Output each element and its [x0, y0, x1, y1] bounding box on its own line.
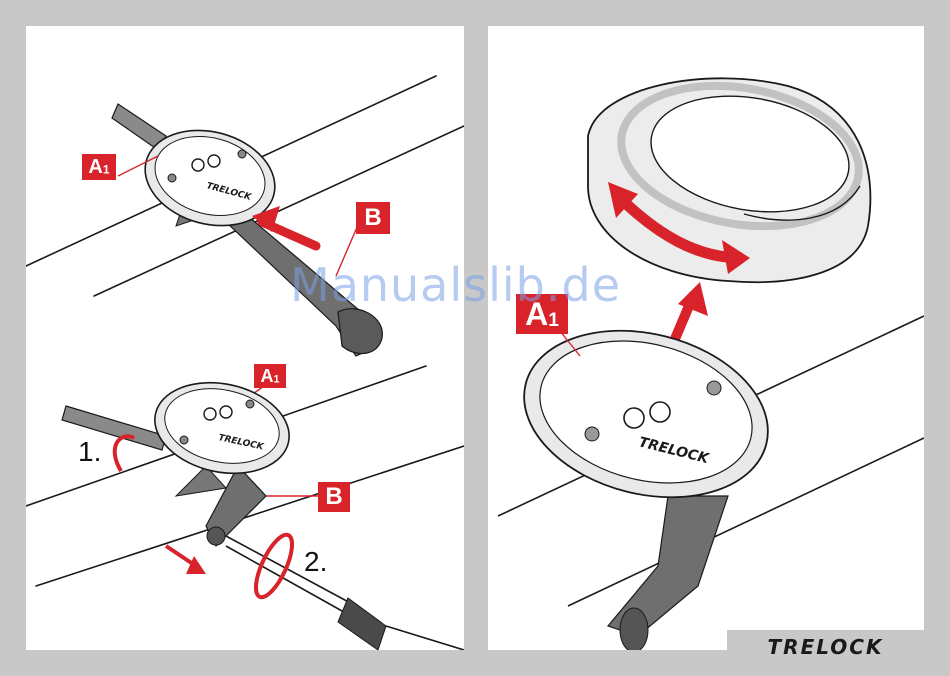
mount-bottom: TRELOCK [146, 371, 297, 496]
right-illustration-panel: TRELOCK A1 [488, 26, 924, 650]
left-illustration: TRELOCK TRELOCK [26, 26, 464, 650]
mount-right: TRELOCK [506, 306, 785, 650]
rotate-arrow-1 [115, 436, 134, 471]
strap-top [112, 104, 382, 356]
screwdriver [226, 536, 464, 650]
label-a1-mid: A1 [254, 364, 286, 388]
step-1-label: 1. [78, 436, 101, 468]
label-b-mid: B [318, 482, 350, 512]
step-2-label: 2. [304, 546, 327, 578]
right-illustration: TRELOCK [488, 26, 924, 650]
watermark: Manualslib.de [290, 258, 621, 312]
label-b-top: B [356, 202, 390, 234]
rotate-arrow-2 [249, 530, 299, 602]
left-illustration-panel: TRELOCK TRELOCK [26, 26, 464, 650]
label-a1-top: A1 [82, 154, 116, 180]
trelock-logo: TRELOCK [727, 630, 924, 664]
